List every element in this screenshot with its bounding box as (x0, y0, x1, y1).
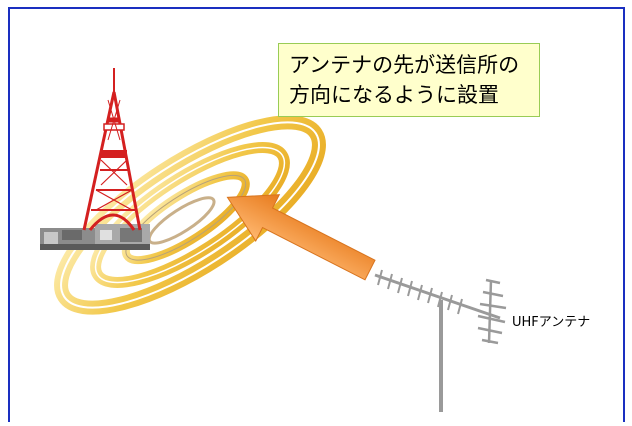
callout-line-1: アンテナの先が送信所の (289, 53, 520, 77)
callout-line-2: 方向になるように設置 (289, 83, 499, 107)
city-buildings (40, 224, 150, 250)
antenna-label: UHFアンテナ (512, 315, 591, 330)
direction-arrow (226, 194, 376, 281)
tower-icon (82, 68, 142, 231)
antenna-icon (374, 269, 507, 412)
signal-rings (54, 115, 326, 315)
instruction-callout: アンテナの先が送信所の 方向になるように設置 (278, 43, 540, 117)
